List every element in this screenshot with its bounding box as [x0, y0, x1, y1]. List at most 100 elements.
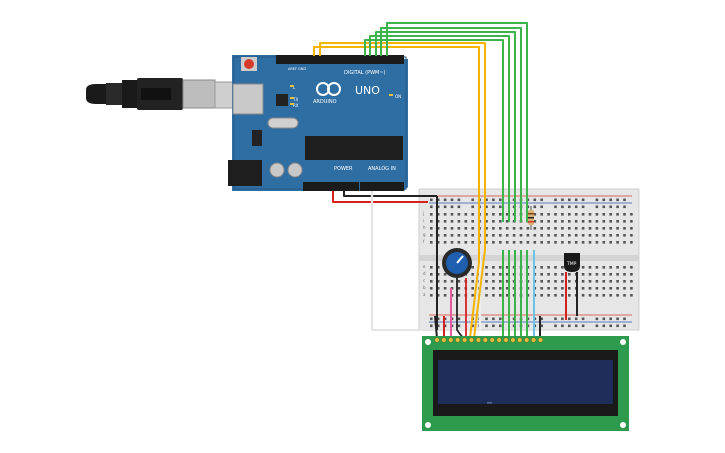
breadboard-hole[interactable] [485, 287, 488, 290]
breadboard-hole[interactable] [492, 266, 495, 269]
breadboard-hole[interactable] [588, 266, 592, 269]
lcd-pin-header[interactable] [434, 337, 543, 343]
breadboard-rail-hole[interactable] [443, 205, 447, 209]
breadboard-hole[interactable] [574, 213, 578, 216]
breadboard-hole[interactable] [630, 241, 633, 244]
breadboard-hole[interactable] [505, 280, 509, 283]
breadboard-rail-hole[interactable] [471, 198, 474, 202]
breadboard-hole[interactable] [485, 273, 488, 276]
temperature-sensor-icon[interactable]: TMP [564, 253, 580, 272]
breadboard-hole[interactable] [602, 241, 606, 244]
breadboard-rail-hole[interactable] [602, 205, 606, 209]
breadboard-hole[interactable] [609, 241, 612, 244]
breadboard-hole[interactable] [430, 227, 433, 230]
breadboard-rail-hole[interactable] [561, 198, 564, 202]
breadboard-hole[interactable] [519, 227, 523, 230]
breadboard-hole[interactable] [443, 220, 447, 223]
breadboard-rail-hole[interactable] [609, 317, 612, 321]
lcd-pin[interactable] [489, 337, 495, 343]
breadboard-rail-hole[interactable] [540, 317, 543, 321]
breadboard-rail-hole[interactable] [623, 317, 626, 321]
breadboard-hole[interactable] [443, 241, 447, 244]
breadboard-hole[interactable] [450, 227, 454, 230]
breadboard-hole[interactable] [554, 280, 557, 283]
breadboard-hole[interactable] [471, 234, 474, 237]
breadboard-rail-hole[interactable] [623, 198, 626, 202]
breadboard-hole[interactable] [450, 213, 454, 216]
breadboard-hole[interactable] [533, 213, 537, 216]
breadboard-rail-hole[interactable] [561, 205, 564, 209]
breadboard-rail-hole[interactable] [623, 324, 626, 328]
breadboard-hole[interactable] [492, 273, 495, 276]
lcd-pin[interactable] [538, 337, 543, 343]
breadboard-hole[interactable] [485, 234, 488, 237]
breadboard-rail-hole[interactable] [595, 198, 599, 202]
breadboard-rail-hole[interactable] [430, 324, 433, 328]
lcd-pin[interactable] [524, 337, 530, 343]
breadboard-hole[interactable] [574, 227, 578, 230]
breadboard-hole[interactable] [554, 234, 557, 237]
breadboard-hole[interactable] [505, 213, 509, 216]
breadboard-hole[interactable] [547, 227, 550, 230]
breadboard-hole[interactable] [540, 273, 543, 276]
breadboard-hole[interactable] [499, 234, 502, 237]
breadboard-hole[interactable] [471, 266, 474, 269]
breadboard-hole[interactable] [623, 241, 626, 244]
lcd-pin[interactable] [462, 337, 468, 343]
breadboard-hole[interactable] [485, 220, 488, 223]
lcd-pin[interactable] [475, 337, 481, 343]
breadboard-hole[interactable] [616, 227, 619, 230]
breadboard-hole[interactable] [492, 220, 495, 223]
breadboard-hole[interactable] [554, 287, 557, 290]
lcd-pin[interactable] [434, 337, 440, 343]
breadboard-hole[interactable] [464, 213, 468, 216]
breadboard-rail-hole[interactable] [581, 324, 585, 328]
breadboard-hole[interactable] [457, 294, 461, 297]
lcd-pin[interactable] [531, 337, 537, 343]
breadboard-hole[interactable] [630, 266, 633, 269]
breadboard-hole[interactable] [471, 241, 474, 244]
breadboard-hole[interactable] [457, 227, 461, 230]
breadboard-hole[interactable] [616, 266, 619, 269]
breadboard-hole[interactable] [512, 227, 516, 230]
breadboard-rail-hole[interactable] [581, 317, 585, 321]
breadboard-hole[interactable] [464, 220, 468, 223]
breadboard-hole[interactable] [595, 280, 599, 283]
breadboard-hole[interactable] [457, 280, 461, 283]
breadboard-hole[interactable] [436, 287, 440, 290]
breadboard-hole[interactable] [602, 273, 606, 276]
breadboard-hole[interactable] [602, 287, 606, 290]
breadboard-rail-hole[interactable] [554, 317, 557, 321]
breadboard-hole[interactable] [540, 213, 543, 216]
breadboard-rail-hole[interactable] [609, 198, 612, 202]
breadboard-hole[interactable] [554, 213, 557, 216]
breadboard-rail-hole[interactable] [595, 317, 599, 321]
breadboard-hole[interactable] [581, 213, 585, 216]
breadboard-hole[interactable] [630, 213, 633, 216]
breadboard-hole[interactable] [574, 220, 578, 223]
breadboard-hole[interactable] [630, 227, 633, 230]
breadboard-rail-hole[interactable] [616, 198, 619, 202]
breadboard-hole[interactable] [616, 280, 619, 283]
breadboard-hole[interactable] [602, 280, 606, 283]
breadboard-rail-hole[interactable] [561, 317, 564, 321]
breadboard-hole[interactable] [430, 287, 433, 290]
breadboard-hole[interactable] [505, 266, 509, 269]
breadboard-hole[interactable] [616, 294, 619, 297]
breadboard-hole[interactable] [554, 273, 557, 276]
lcd-pin[interactable] [503, 337, 509, 343]
breadboard-hole[interactable] [505, 273, 509, 276]
breadboard-hole[interactable] [457, 241, 461, 244]
breadboard-hole[interactable] [526, 234, 530, 237]
breadboard-rail-hole[interactable] [492, 198, 495, 202]
lcd-pin[interactable] [517, 337, 523, 343]
breadboard-hole[interactable] [430, 241, 433, 244]
lcd-pin[interactable] [496, 337, 502, 343]
breadboard-hole[interactable] [561, 213, 564, 216]
breadboard-hole[interactable] [616, 287, 619, 290]
breadboard-hole[interactable] [581, 266, 585, 269]
breadboard-hole[interactable] [623, 220, 626, 223]
breadboard-hole[interactable] [568, 213, 571, 216]
breadboard-hole[interactable] [519, 234, 523, 237]
